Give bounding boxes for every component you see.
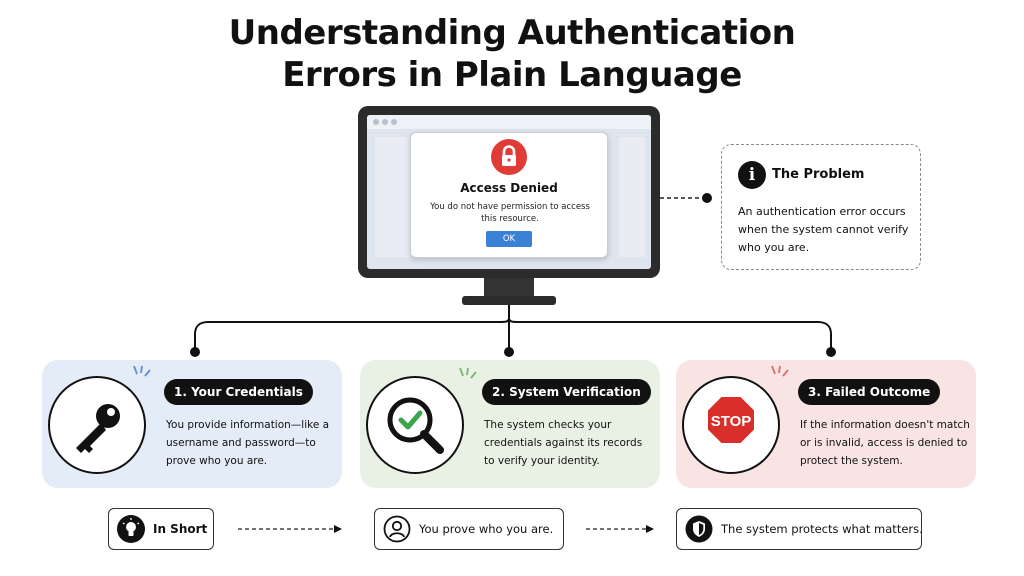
problem-box: i The Problem An authentication error oc… (721, 144, 921, 270)
monitor-base (462, 296, 556, 305)
shield-icon (685, 515, 713, 543)
summary-arrowhead-2 (646, 525, 654, 533)
summary-item-text: You prove who you are. (419, 522, 554, 536)
summary-label: In Short (153, 522, 208, 536)
step-text: You provide information—like a username … (166, 419, 330, 467)
branch-dot-left (190, 347, 200, 357)
branch-dot-center (504, 347, 514, 357)
lock-icon (491, 139, 527, 175)
key-icon (48, 376, 146, 474)
ok-button[interactable]: OK (486, 231, 532, 247)
window-dot (373, 119, 379, 125)
info-icon: i (738, 161, 766, 189)
dialog-title: Access Denied (460, 181, 558, 195)
branch-right (508, 317, 832, 352)
stop-sign-text: STOP (711, 413, 752, 430)
magnifier-check-icon (366, 376, 464, 474)
spark-decoration (459, 367, 477, 379)
stop-sign-icon: STOP (682, 376, 780, 474)
summary-arrowhead-1 (334, 525, 342, 533)
summary-item-text: The system protects what matters. (721, 522, 923, 536)
step-text: The system checks your credentials again… (484, 419, 643, 467)
user-icon (383, 515, 411, 543)
page-title: Understanding Authentication Errors in P… (0, 12, 1024, 96)
branch-left (194, 317, 510, 352)
step-label: 2. System Verification (482, 379, 651, 405)
summary-item: You prove who you are. (374, 508, 564, 550)
screen-sidebar-ghost (375, 137, 411, 257)
access-denied-dialog: Access Denied You do not have permission… (410, 132, 608, 258)
problem-body: An authentication error occurs when the … (738, 205, 909, 254)
step-card-verification: 2. System Verification The system checks… (360, 360, 660, 488)
dialog-message: You do not have permission to access thi… (430, 202, 590, 224)
problem-connector-dot (702, 193, 712, 203)
branch-dot-right (826, 347, 836, 357)
summary-label-chip: In Short (108, 508, 214, 550)
step-card-outcome: STOP 3. Failed Outcome If the informatio… (676, 360, 976, 488)
step-label: 1. Your Credentials (164, 379, 313, 405)
summary-item: The system protects what matters. (676, 508, 923, 550)
step-label: 3. Failed Outcome (798, 379, 941, 405)
step-text: If the information doesn't match or is i… (800, 419, 970, 467)
title-line-1: Understanding Authentication (228, 13, 796, 53)
step-card-credentials: 1. Your Credentials You provide informat… (42, 360, 342, 488)
title-line-2: Errors in Plain Language (282, 55, 742, 95)
screen-panel-ghost (619, 137, 645, 257)
spark-decoration (771, 365, 789, 377)
window-dot (391, 119, 397, 125)
problem-title: The Problem (772, 167, 865, 182)
spark-decoration (133, 365, 151, 377)
monitor-neck (484, 278, 534, 298)
window-dot (382, 119, 388, 125)
lightbulb-icon (117, 515, 145, 543)
screen-title-bar (367, 115, 651, 129)
